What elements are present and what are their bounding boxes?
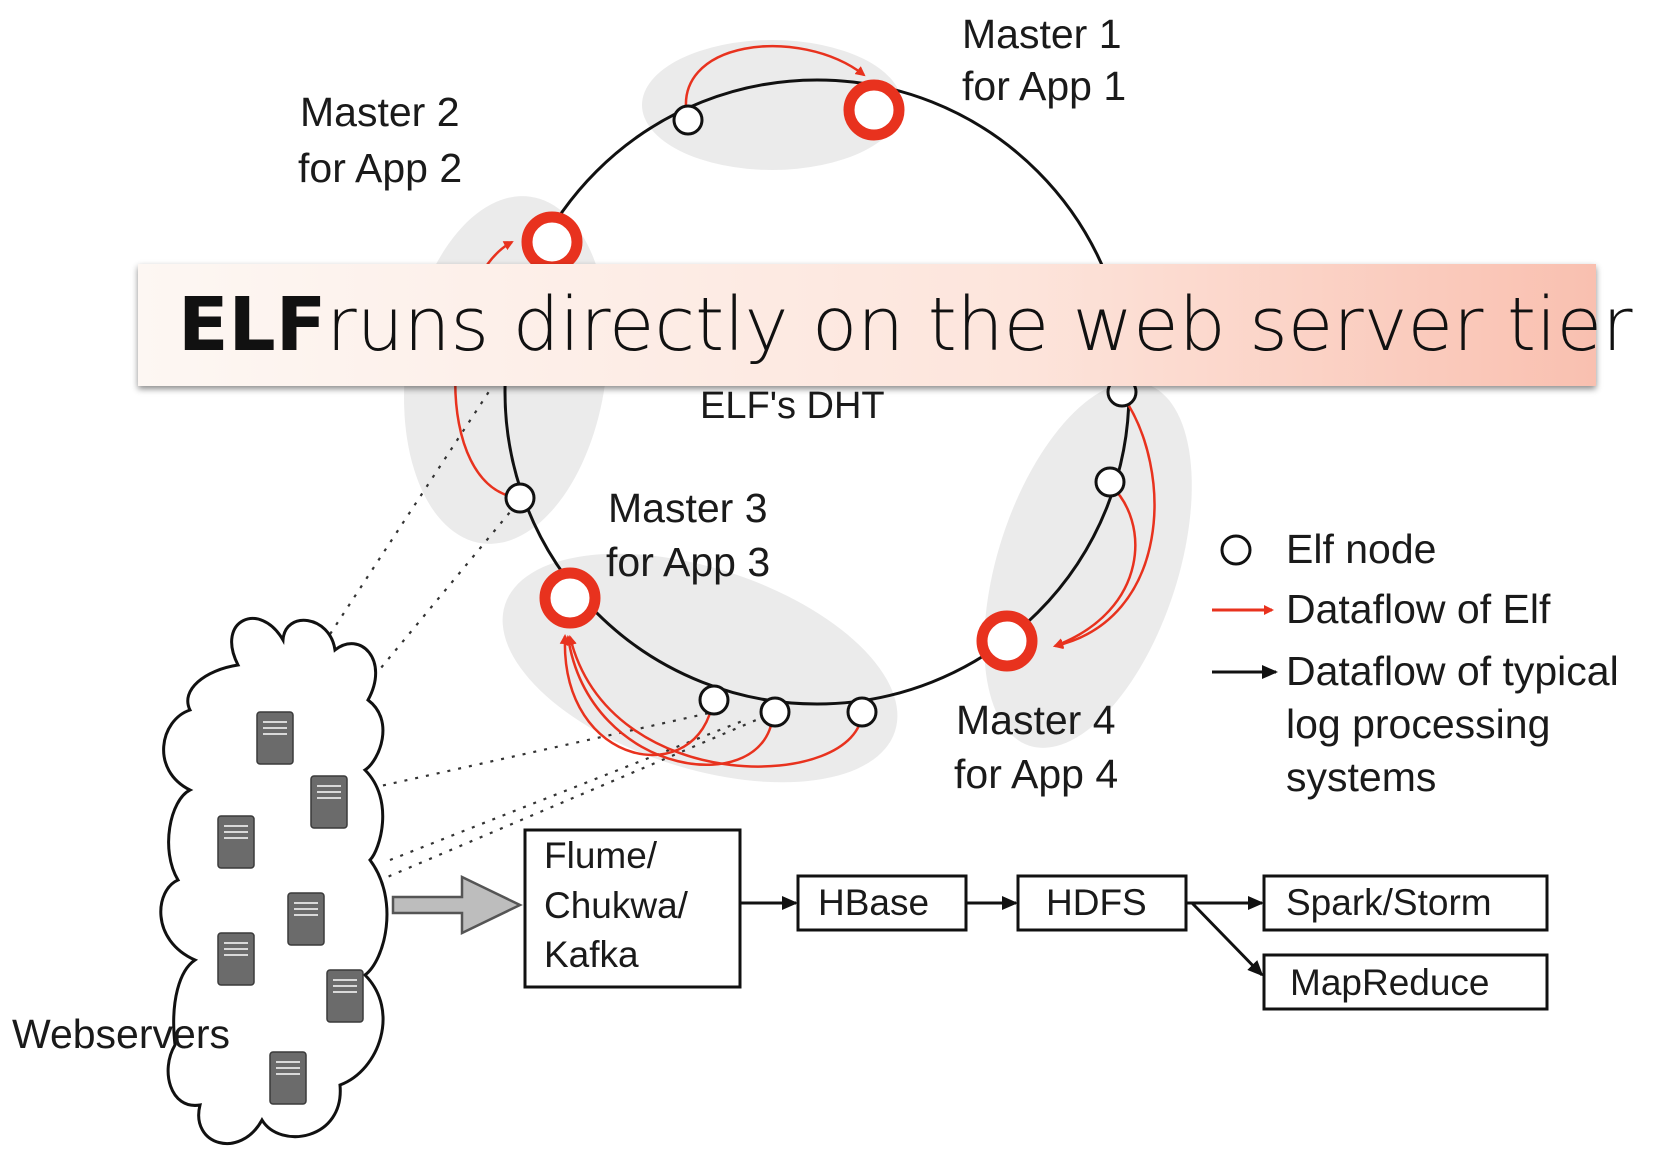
elf-node [1094, 466, 1126, 498]
master-node-4 [976, 610, 1038, 672]
server-icons [217, 711, 364, 1105]
master-node-1 [843, 79, 905, 141]
elf-node [672, 104, 704, 136]
master1-label-line2: for App 1 [962, 63, 1126, 109]
legend-typical-flow-line3: systems [1286, 754, 1436, 800]
webservers-label: Webservers [12, 1011, 230, 1057]
hdfs-label: HDFS [1046, 882, 1147, 923]
flow-app1 [684, 44, 866, 121]
server-icon [256, 711, 294, 765]
pipeline [523, 828, 1549, 1011]
pipeline-labels: Flume/ Chukwa/ Kafka HBase HDFS Spark/St… [544, 835, 1492, 1003]
cluster-app4 [984, 382, 1192, 748]
hdfs-box [1016, 874, 1188, 932]
master3-label-line1: Master 3 [608, 485, 768, 531]
master2-label-line1: Master 2 [300, 89, 460, 135]
server-icon [269, 1051, 307, 1105]
hbase-label: HBase [818, 882, 929, 923]
banner-text: runs directly on the web server tier [326, 282, 1633, 368]
master-node-3 [539, 567, 601, 629]
master1-label-line1: Master 1 [962, 11, 1122, 57]
master3-label-line2: for App 3 [606, 539, 770, 585]
server-icon [310, 775, 348, 829]
ingest-box [523, 828, 742, 989]
legend-node-icon [1220, 534, 1252, 566]
elf-node [698, 684, 730, 716]
flow-app4b [1053, 484, 1137, 648]
webserver-cloud [159, 616, 389, 1146]
legend-node-label: Elf node [1286, 526, 1436, 572]
elf-node [504, 482, 536, 514]
mapreduce-label: MapReduce [1290, 962, 1490, 1003]
webserver-links [254, 389, 776, 900]
legend: Elf node Dataflow of Elf Dataflow of typ… [1212, 526, 1619, 800]
cluster-app3 [502, 553, 898, 783]
spark-label: Spark/Storm [1286, 882, 1492, 923]
master4-label-line1: Master 4 [956, 697, 1116, 743]
legend-typical-flow-line2: log processing [1286, 701, 1550, 747]
master2-label-line2: for App 2 [298, 145, 462, 191]
ingest-label-line2: Chukwa/ [544, 885, 689, 926]
flow-app3a [559, 634, 715, 757]
master-labels: Master 1 for App 1 Master 2 for App 2 Ma… [298, 11, 1126, 797]
banner-bold-text: ELF [178, 282, 327, 368]
mapreduce-box [1262, 953, 1549, 1011]
hbase-box [796, 874, 968, 932]
ingest-label-line1: Flume/ [544, 835, 658, 876]
cluster-app1 [642, 40, 902, 170]
server-icon [217, 932, 255, 986]
flow-app3c [567, 635, 864, 768]
ingest-label-line3: Kafka [544, 934, 639, 975]
elf-nodes [504, 104, 1138, 728]
legend-typical-flow-line1: Dataflow of typical [1286, 648, 1619, 694]
elf-node [846, 696, 878, 728]
server-vents [224, 721, 357, 1075]
pipeline-arrows [740, 896, 1264, 977]
flow-app4a [1053, 394, 1156, 650]
elf-node [759, 696, 791, 728]
title-banner: ELF runs directly on the web server tier [138, 264, 1633, 386]
server-icon [287, 892, 325, 946]
master4-label-line2: for App 4 [954, 751, 1118, 797]
legend-elf-flow-label: Dataflow of Elf [1286, 586, 1551, 632]
server-icon [217, 815, 255, 869]
master-nodes [521, 79, 1038, 672]
server-icon [326, 969, 364, 1023]
dht-label: ELF's DHT [700, 385, 885, 427]
master-node-2 [521, 211, 583, 273]
flow-app3b [564, 635, 775, 766]
ingest-block-arrow [391, 875, 523, 935]
spark-box [1262, 874, 1549, 932]
